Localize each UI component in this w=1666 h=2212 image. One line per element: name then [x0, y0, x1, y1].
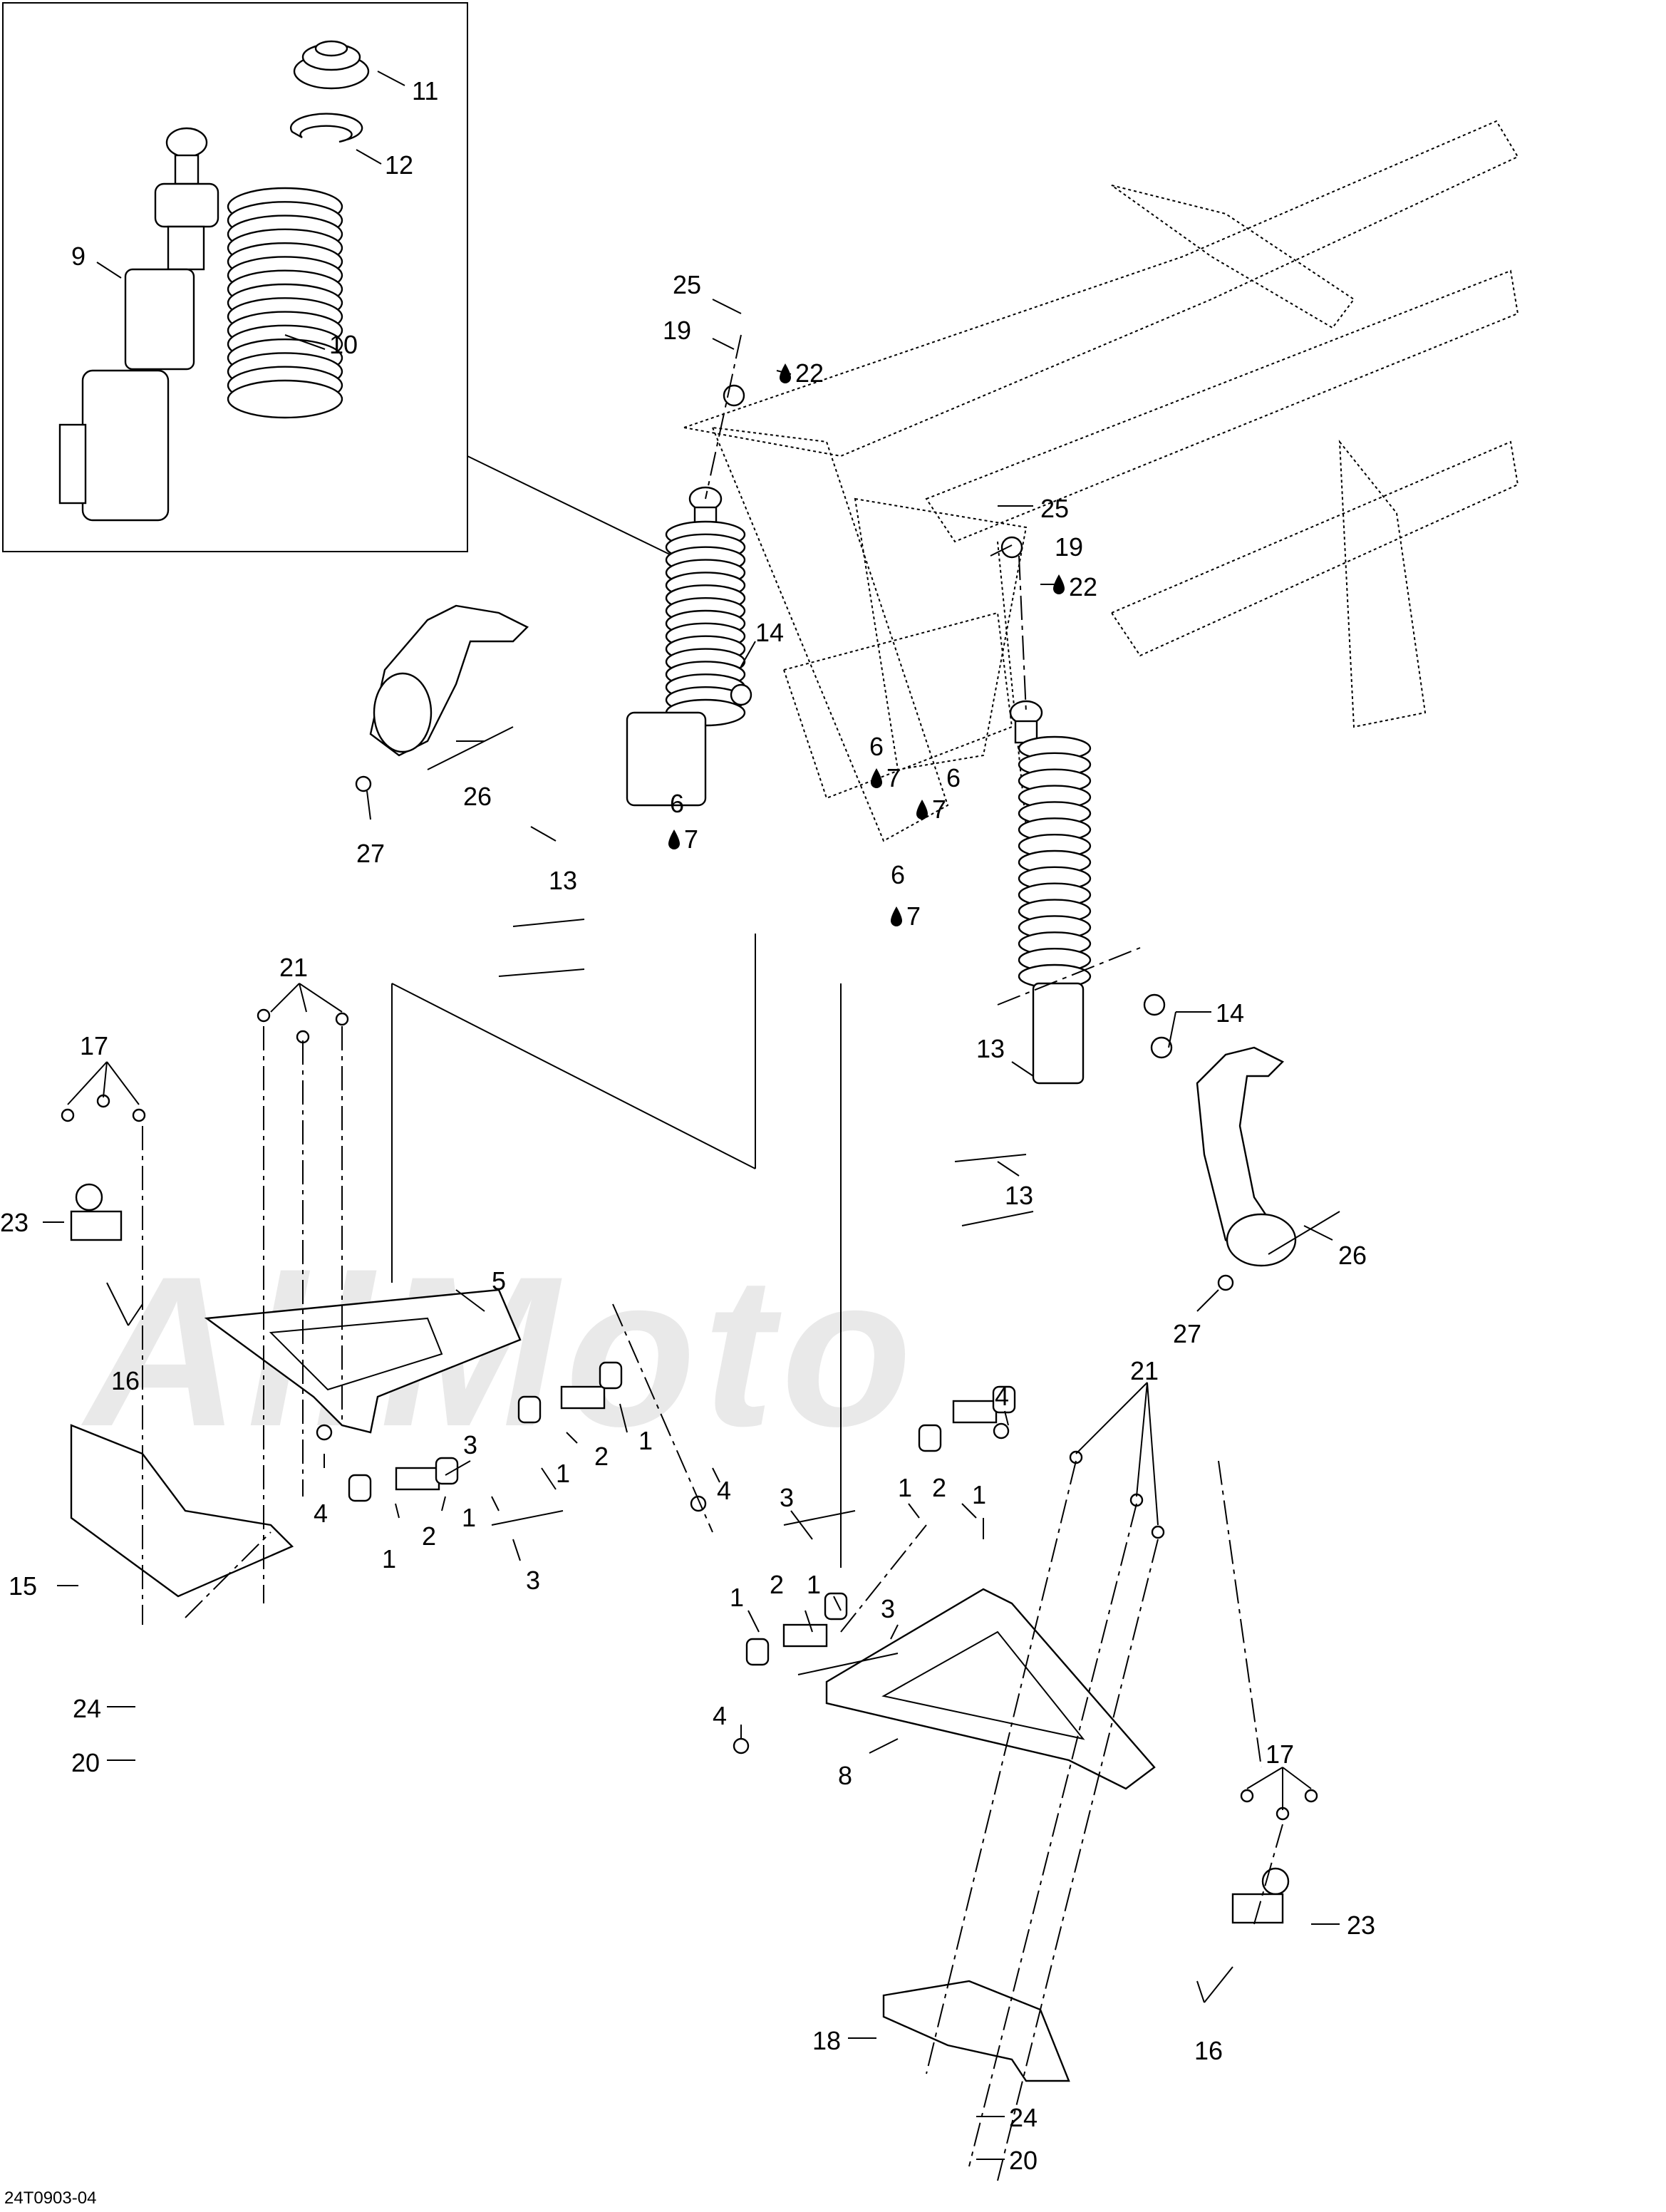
right-lower-a-arm [825, 1588, 1156, 1790]
callout-11: 11 [412, 76, 438, 105]
callout-13b: 13 [976, 1034, 1005, 1063]
callout-7c: 7 [684, 825, 698, 854]
watermark: AllMoto [79, 1231, 919, 1471]
callout-14b: 14 [1216, 998, 1244, 1028]
callout-1f: 1 [972, 1480, 986, 1509]
callout-7a: 7 [886, 763, 901, 792]
grease-drop-icon [780, 363, 791, 383]
callout-1e: 1 [898, 1473, 912, 1502]
callout-24a: 24 [73, 1694, 101, 1723]
grease-drop-icon [871, 768, 882, 788]
callout-19a: 19 [663, 316, 691, 345]
inset-leader [467, 455, 671, 555]
callout-1d: 1 [382, 1544, 396, 1573]
drawing-code: 24T0903-04 [4, 2188, 96, 2208]
callout-13a: 13 [549, 866, 577, 895]
right-shock-assembly [1009, 700, 1092, 1085]
callout-19b: 19 [1055, 532, 1083, 562]
inset-frame [2, 2, 468, 552]
callout-7d: 7 [906, 901, 921, 931]
callout-1a: 1 [638, 1426, 653, 1455]
grease-drop-icons [668, 363, 1065, 926]
callout-12: 12 [385, 150, 413, 180]
vehicle-frame-outline [681, 120, 1519, 842]
left-shock-assembly [626, 486, 746, 807]
right-steering-knuckle [1196, 1046, 1285, 1263]
callout-10: 10 [329, 330, 358, 359]
callout-1h: 1 [807, 1570, 821, 1599]
callout-25a: 25 [673, 270, 701, 299]
callout-17a: 17 [80, 1031, 108, 1060]
nuts [61, 384, 1318, 1821]
callout-21b: 21 [1130, 1356, 1159, 1385]
callout-16a: 16 [111, 1366, 140, 1395]
callout-4a: 4 [314, 1499, 328, 1528]
callout-15: 15 [9, 1571, 37, 1601]
callout-labels: 11 12 9 10 25 19 22 25 19 22 14 26 27 13… [0, 76, 1375, 2175]
callout-4c: 4 [995, 1382, 1009, 1411]
callout-24b: 24 [1009, 2103, 1038, 2132]
grease-drop-icon [1053, 574, 1065, 594]
callout-27b: 27 [1173, 1319, 1201, 1348]
callout-2d: 2 [770, 1570, 784, 1599]
right-ball-joint [1231, 1867, 1290, 1924]
right-skid-plate [882, 1980, 1070, 2082]
callout-13c: 13 [1005, 1181, 1033, 1210]
left-skid-plate [70, 1424, 294, 1598]
callout-3c: 3 [780, 1483, 794, 1512]
callout-8: 8 [838, 1761, 852, 1790]
callout-5: 5 [492, 1266, 506, 1296]
callout-6b: 6 [946, 763, 961, 792]
callout-2c: 2 [932, 1473, 946, 1502]
bolts [427, 726, 1340, 1675]
callout-20a: 20 [71, 1748, 100, 1777]
grease-drop-icon [668, 830, 680, 849]
coil-spring-part [227, 187, 343, 419]
grease-drop-icon [916, 800, 928, 820]
callout-4b: 4 [717, 1476, 731, 1505]
callout-22b: 22 [1069, 572, 1097, 601]
callout-3d: 3 [881, 1594, 895, 1623]
callout-6a: 6 [869, 732, 884, 761]
callout-1c: 1 [462, 1503, 476, 1532]
callout-25b: 25 [1040, 494, 1069, 523]
bushings-sleeves [348, 1361, 1016, 1666]
assembly-leader-lines [142, 334, 1283, 2181]
callout-23a: 23 [0, 1208, 29, 1237]
coil-turn [227, 379, 343, 419]
callout-7b: 7 [932, 795, 946, 824]
callout-22a: 22 [795, 358, 824, 388]
callout-16b: 16 [1194, 2036, 1223, 2065]
spring-seat-part [293, 40, 370, 90]
callout-1g: 1 [730, 1583, 744, 1612]
callout-18: 18 [812, 2026, 841, 2055]
left-ball-joint [70, 1183, 123, 1241]
callout-9: 9 [71, 242, 86, 271]
callout-3a: 3 [463, 1430, 477, 1459]
callout-2b: 2 [422, 1521, 436, 1551]
callout-27a: 27 [356, 839, 385, 868]
callout-14a: 14 [755, 618, 784, 647]
callout-4d: 4 [713, 1701, 727, 1730]
callout-26a: 26 [463, 782, 492, 811]
callout-tick-lines [43, 71, 1340, 2160]
callout-3b: 3 [526, 1566, 540, 1595]
callout-26b: 26 [1338, 1241, 1367, 1270]
callout-17b: 17 [1266, 1740, 1294, 1769]
callout-2a: 2 [594, 1442, 609, 1471]
callout-1b: 1 [556, 1459, 570, 1488]
callout-23b: 23 [1347, 1911, 1375, 1940]
callout-6d: 6 [891, 860, 905, 889]
callout-6c: 6 [670, 789, 684, 818]
callout-21a: 21 [279, 953, 308, 982]
retainer-clip-part [289, 113, 363, 143]
grease-drop-icon [891, 906, 902, 926]
callout-20b: 20 [1009, 2146, 1038, 2175]
shock-absorber-part [58, 127, 219, 522]
left-lower-a-arm [204, 1288, 522, 1434]
